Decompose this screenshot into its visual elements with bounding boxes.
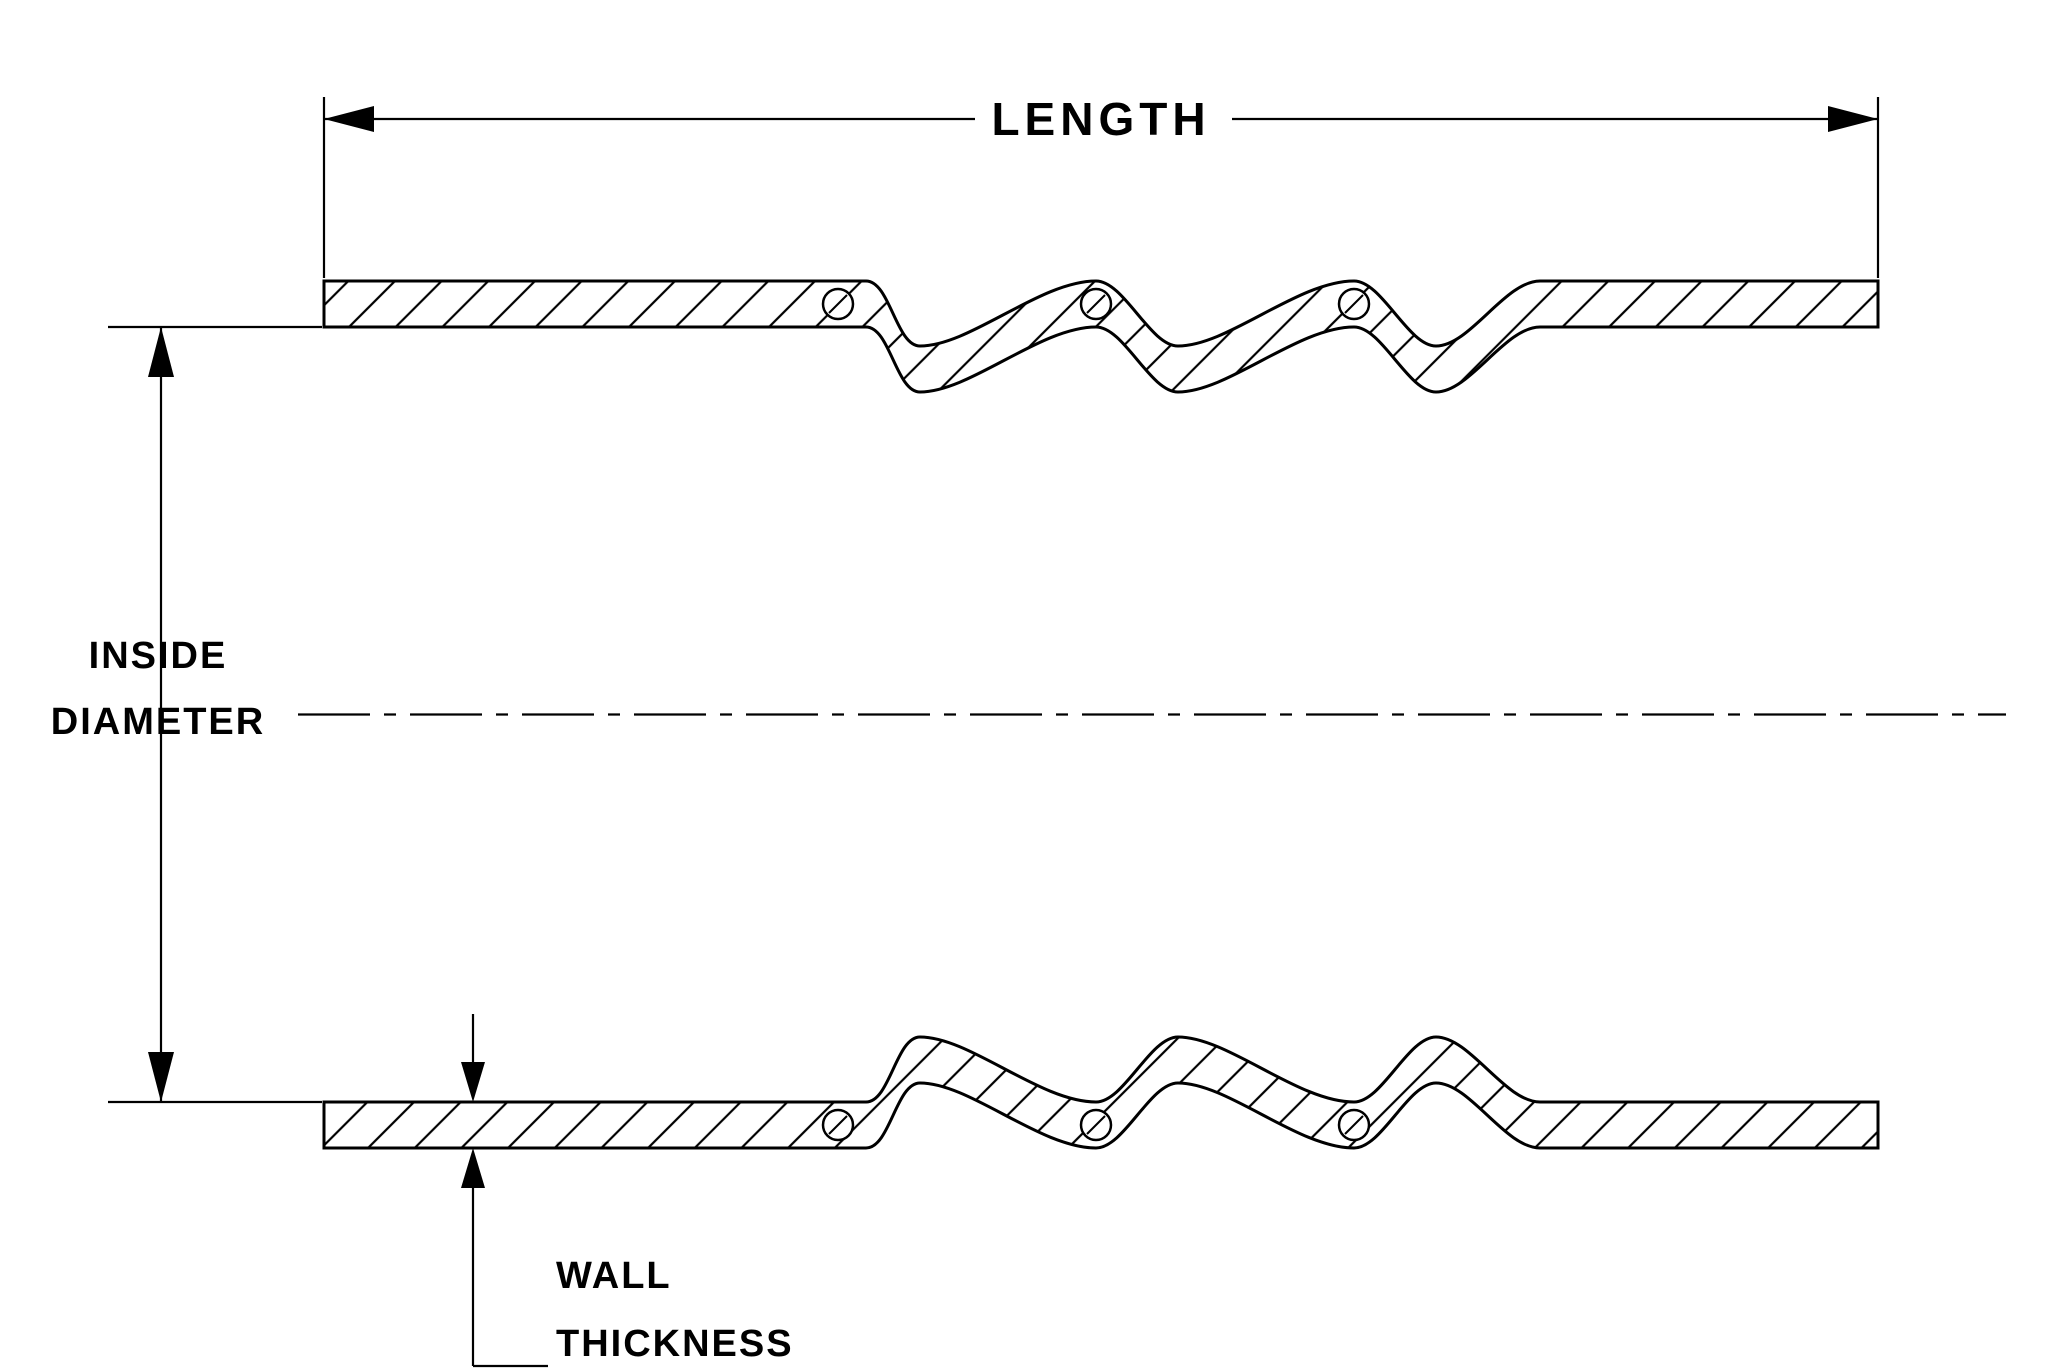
wire-ring-hatch: [1086, 294, 1106, 314]
wt-arrow-down: [461, 1062, 485, 1102]
wall-thickness-label-line1: WALL: [556, 1255, 672, 1297]
wire-ring-hatch: [1344, 294, 1364, 314]
wall-thickness-label-line2: THICKNESS: [556, 1323, 794, 1365]
inside-diameter-label-line1: INSIDE: [89, 635, 228, 677]
wire-ring-hatch: [828, 1115, 848, 1135]
wall-thickness-callout: WALL THICKNESS: [461, 1014, 794, 1368]
wire-ring-hatch: [1344, 1115, 1364, 1135]
top-wall-section: [322, 279, 1880, 394]
inside-diameter-dimension: INSIDE DIAMETER: [51, 325, 322, 1104]
inside-diameter-label-line2: DIAMETER: [51, 701, 265, 743]
wire-ring-hatch: [1086, 1115, 1106, 1135]
id-arrow-top: [148, 327, 174, 377]
wire-rings: [821, 287, 1371, 1142]
length-arrow-right: [1828, 106, 1878, 132]
length-label: LENGTH: [991, 93, 1210, 145]
length-arrow-left: [324, 106, 374, 132]
wire-ring-hatch: [828, 294, 848, 314]
length-dimension: LENGTH: [322, 93, 1880, 278]
id-arrow-bottom: [148, 1052, 174, 1102]
bottom-wall-section: [322, 1035, 1880, 1150]
wt-arrow-up: [461, 1148, 485, 1188]
